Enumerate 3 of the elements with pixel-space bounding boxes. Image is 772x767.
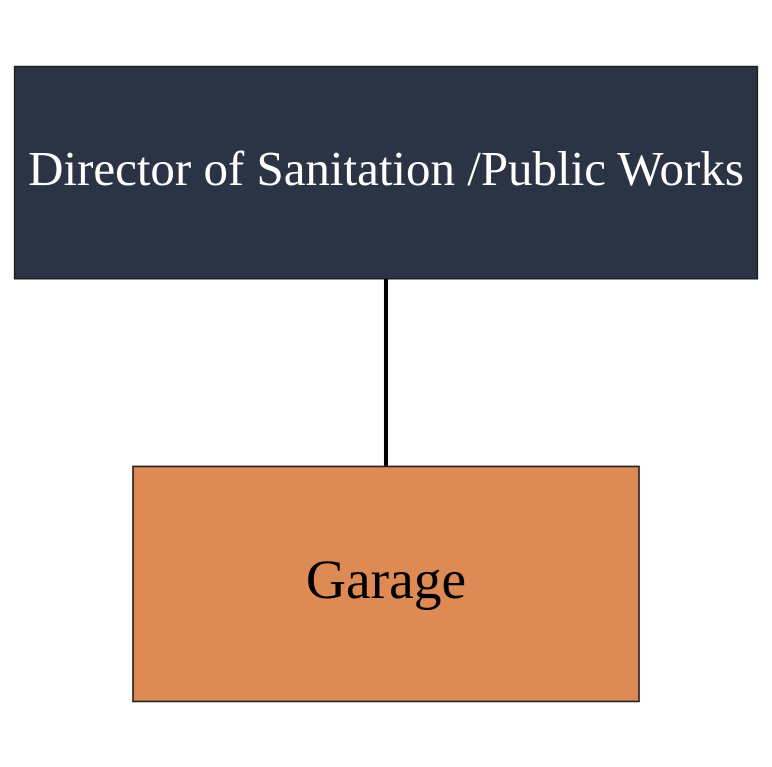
node-box: Director of Sanitation /Public Works [14, 65, 758, 280]
node-box: Garage [132, 465, 640, 702]
connector [384, 278, 388, 466]
